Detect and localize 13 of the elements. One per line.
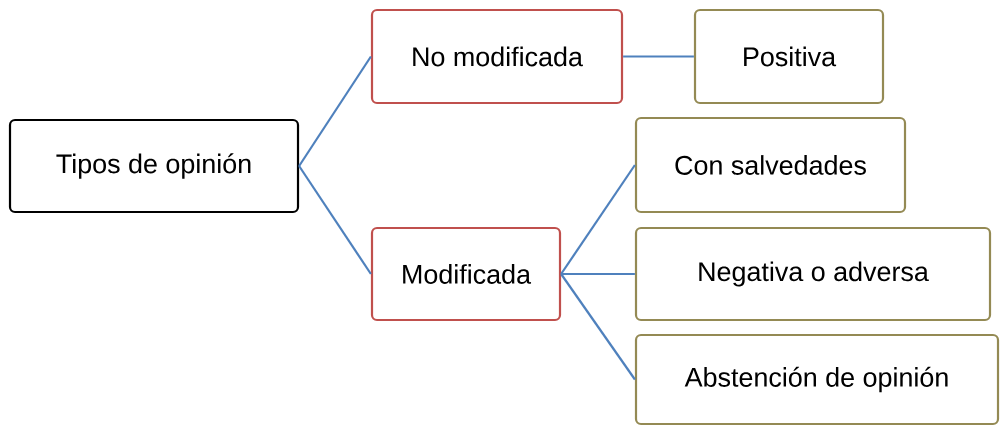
connector-line (298, 55, 372, 167)
text-box: Modificada (370, 226, 562, 322)
connector-line (560, 164, 636, 275)
text-box: Tipos de opinión (8, 118, 300, 214)
text-box: Con salvedades (634, 116, 907, 214)
connector-line (561, 272, 635, 276)
text-box: Positiva (693, 8, 885, 105)
text-box: Negativa o adversa (634, 226, 992, 322)
text-box: No modificada (370, 8, 624, 105)
text-box: Abstención de opinión (634, 333, 1000, 426)
connector-line (560, 273, 636, 381)
connector-line (298, 165, 372, 275)
connector-line (623, 55, 694, 58)
